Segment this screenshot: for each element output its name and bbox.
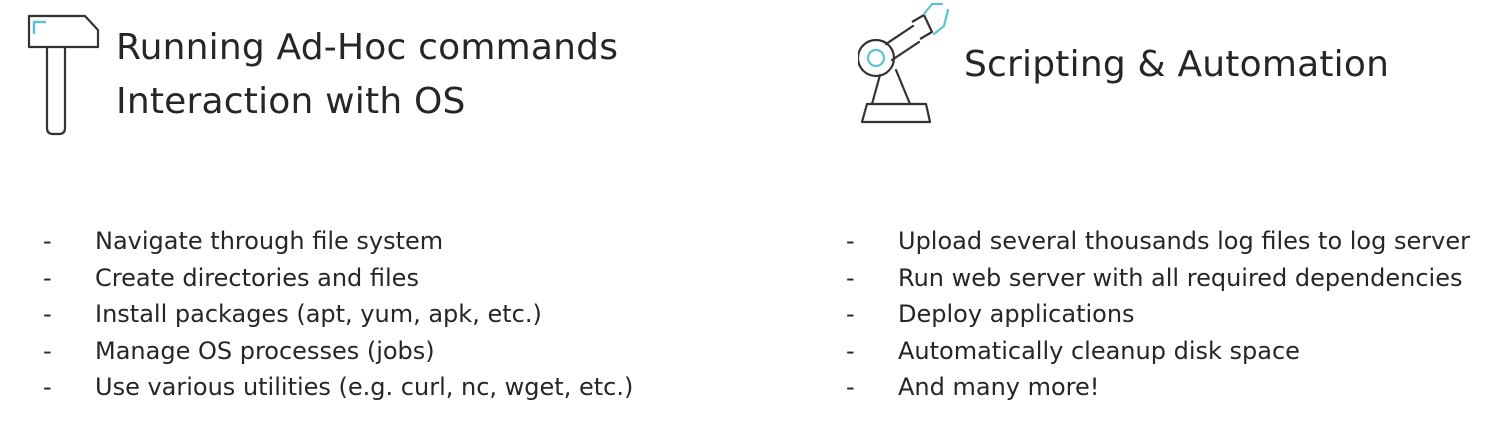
list-item-text: Use various utilities (e.g. curl, nc, wg…: [95, 373, 634, 401]
bullet-dash: -: [846, 336, 855, 365]
list-item: - And many more!: [846, 369, 1470, 406]
bullet-dash: -: [846, 263, 855, 292]
bullet-dash: -: [846, 227, 855, 255]
bullet-dash: -: [43, 227, 52, 255]
list-item-text: Navigate through file system: [95, 227, 444, 255]
bullet-dash: -: [43, 263, 52, 292]
list-item-text: Manage OS processes (jobs): [95, 336, 435, 365]
list-item: - Run web server with all required depen…: [846, 260, 1470, 297]
scripting-bullet-list: - Upload several thousands log files to …: [846, 223, 1470, 406]
ad-hoc-title-line-2: Interaction with OS: [116, 81, 466, 122]
scripting-title: Scripting & Automation: [964, 44, 1390, 85]
list-item: - Use various utilities (e.g. curl, nc, …: [43, 369, 633, 406]
bullet-dash: -: [846, 300, 855, 328]
list-item: - Install packages (apt, yum, apk, etc.): [43, 296, 633, 333]
list-item: - Navigate through file system: [43, 223, 633, 260]
robotic-arm-icon: [858, 0, 954, 126]
ad-hoc-bullet-list: - Navigate through file system - Create …: [43, 223, 633, 406]
list-item-text: Create directories and files: [95, 263, 419, 292]
list-item-text: Run web server with all required depende…: [898, 263, 1463, 292]
list-item: - Automatically cleanup disk space: [846, 333, 1470, 370]
list-item-text: And many more!: [898, 373, 1100, 401]
bullet-dash: -: [43, 300, 52, 328]
list-item-text: Automatically cleanup disk space: [898, 336, 1300, 365]
list-item: - Upload several thousands log files to …: [846, 223, 1470, 260]
hammer-icon: [26, 14, 102, 138]
bullet-dash: -: [43, 373, 52, 401]
list-item-text: Deploy applications: [898, 300, 1135, 328]
list-item-text: Upload several thousands log files to lo…: [898, 227, 1470, 255]
list-item: - Create directories and files: [43, 260, 633, 297]
ad-hoc-title: Running Ad-Hoc commands Interaction with…: [116, 21, 618, 129]
list-item: - Manage OS processes (jobs): [43, 333, 633, 370]
bullet-dash: -: [43, 336, 52, 365]
bullet-dash: -: [846, 373, 855, 401]
ad-hoc-title-line-1: Running Ad-Hoc commands: [116, 27, 619, 68]
list-item-text: Install packages (apt, yum, apk, etc.): [95, 300, 542, 328]
list-item: - Deploy applications: [846, 296, 1470, 333]
